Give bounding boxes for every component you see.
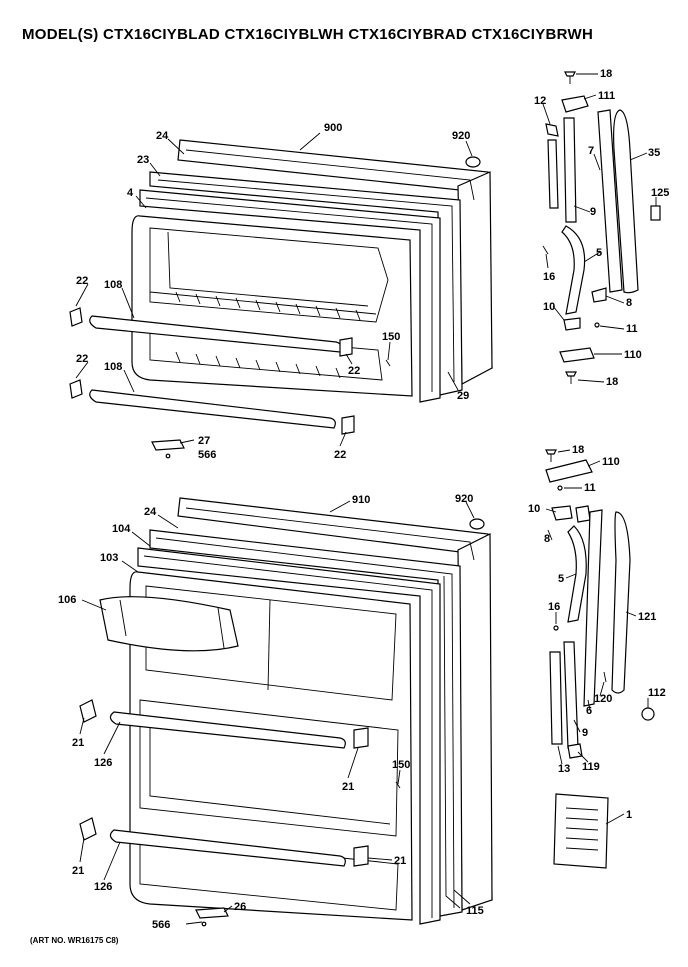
callout-27: 27 — [198, 435, 210, 447]
callout-21: 21 — [72, 865, 84, 877]
callout-23: 23 — [137, 154, 149, 166]
callout-119: 119 — [582, 761, 600, 773]
callout-110: 110 — [602, 456, 620, 468]
callout-21: 21 — [72, 737, 84, 749]
callout-7: 7 — [588, 145, 594, 157]
callout-18: 18 — [572, 444, 584, 456]
callout-35: 35 — [648, 147, 660, 159]
callout-10: 10 — [528, 503, 540, 515]
callout-111: 111 — [598, 90, 615, 102]
callout-18: 18 — [600, 68, 612, 80]
callout-18: 18 — [606, 376, 618, 388]
callout-21: 21 — [394, 855, 406, 867]
callout-126: 126 — [94, 757, 112, 769]
callout-4: 4 — [127, 187, 134, 199]
model-title: MODEL(S) CTX16CIYBLAD CTX16CIYBLWH CTX16… — [22, 26, 594, 43]
art-number: (ART NO. WR16175 C8) — [30, 936, 119, 945]
callout-900: 900 — [324, 122, 342, 134]
callout-11: 11 — [626, 323, 638, 335]
callout-8: 8 — [544, 533, 550, 545]
callout-12: 12 — [534, 95, 546, 107]
callout-24: 24 — [156, 130, 169, 142]
callout-106: 106 — [58, 594, 76, 606]
callout-103: 103 — [100, 552, 118, 564]
callout-11: 11 — [584, 482, 596, 494]
fresh-food-door-assembly — [79, 497, 493, 927]
callout-22: 22 — [348, 365, 360, 377]
callout-108: 108 — [104, 279, 122, 291]
callout-126: 126 — [94, 881, 112, 893]
callout-29: 29 — [457, 390, 469, 402]
callout-22: 22 — [76, 353, 88, 365]
freezer-hinge-hardware — [542, 71, 661, 384]
callout-150: 150 — [382, 331, 400, 343]
leader-lines — [75, 73, 657, 925]
callout-16: 16 — [543, 271, 555, 283]
callout-10: 10 — [543, 301, 555, 313]
callout-5: 5 — [596, 247, 602, 259]
callout-920: 920 — [452, 130, 470, 142]
callout-9: 9 — [582, 727, 588, 739]
fresh-food-hinge-hardware — [545, 449, 655, 869]
callout-22: 22 — [334, 449, 346, 461]
callout-110: 110 — [624, 349, 642, 361]
callout-115: 115 — [466, 905, 484, 917]
callout-1: 1 — [626, 809, 632, 821]
callout-24: 24 — [144, 506, 157, 518]
callout-910: 910 — [352, 494, 370, 506]
freezer-door-assembly — [69, 139, 493, 459]
callout-6: 6 — [586, 705, 592, 717]
callout-108: 108 — [104, 361, 122, 373]
callout-13: 13 — [558, 763, 570, 775]
callout-9: 9 — [590, 206, 596, 218]
callout-22: 22 — [76, 275, 88, 287]
callout-8: 8 — [626, 297, 632, 309]
callout-125: 125 — [651, 187, 669, 199]
callout-16: 16 — [548, 601, 560, 613]
callout-104: 104 — [112, 523, 131, 535]
callout-labels: 900 24 23 4 920 22 108 22 108 150 22 29 … — [58, 68, 669, 931]
callout-121: 121 — [638, 611, 656, 623]
callout-120: 120 — [594, 693, 612, 705]
callout-566: 566 — [152, 919, 170, 931]
callout-112: 112 — [648, 687, 666, 699]
callout-26: 26 — [234, 901, 246, 913]
callout-5: 5 — [558, 573, 564, 585]
callout-566: 566 — [198, 449, 216, 461]
callout-920: 920 — [455, 493, 473, 505]
callout-21: 21 — [342, 781, 354, 793]
callout-150: 150 — [392, 759, 410, 771]
